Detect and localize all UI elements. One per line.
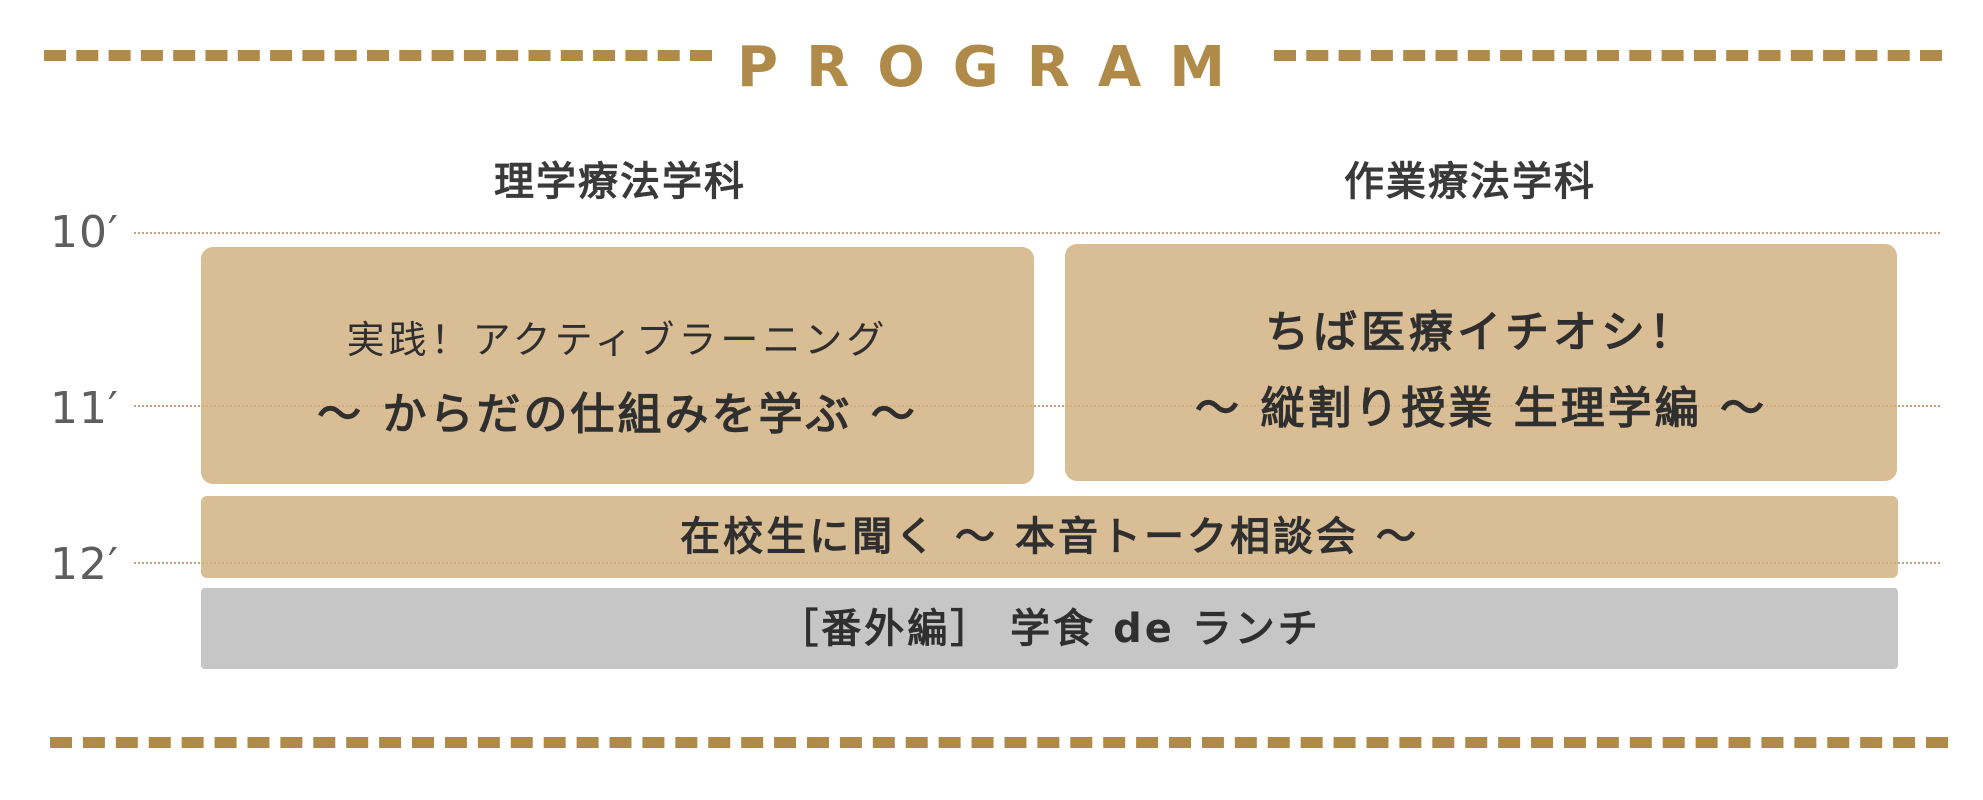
physical-therapy-heading: 理学療法学科 [494,159,746,205]
physical-session-subtitle: ～ からだの仕組みを学ぶ ～ [317,389,918,440]
time-label-11: 11′ [50,383,119,434]
physical-therapy-session: 実践！アクティブラーニング ～ からだの仕組みを学ぶ ～ [201,247,1034,484]
lunch-title: ［番外編］ 学食 de ランチ [778,606,1321,652]
physical-session-title: 実践！アクティブラーニング [346,318,889,362]
student-talk-title: 在校生に聞く ～ 本音トーク相談会 ～ [680,514,1419,560]
time-label-10: 10′ [50,207,119,258]
time-guide-10 [134,232,1940,234]
bottom-dashed-rule [50,737,1948,748]
top-left-dashed-rule [44,50,712,61]
lunch-session: ［番外編］ 学食 de ランチ [201,588,1898,669]
occupational-therapy-session: ちば医療イチオシ！ ～ 縦割り授業 生理学編 ～ [1065,244,1897,481]
occupational-session-subtitle: ～ 縦割り授業 生理学編 ～ [1195,383,1767,434]
student-talk-session: 在校生に聞く ～ 本音トーク相談会 ～ [201,496,1898,578]
program-title: PROGRAM [737,35,1253,100]
occupational-session-title: ちば医療イチオシ！ [1265,307,1697,358]
occupational-therapy-heading: 作業療法学科 [1344,159,1596,205]
time-label-12: 12′ [50,539,119,590]
time-guide-11 [134,405,1940,407]
top-right-dashed-rule [1274,50,1942,61]
